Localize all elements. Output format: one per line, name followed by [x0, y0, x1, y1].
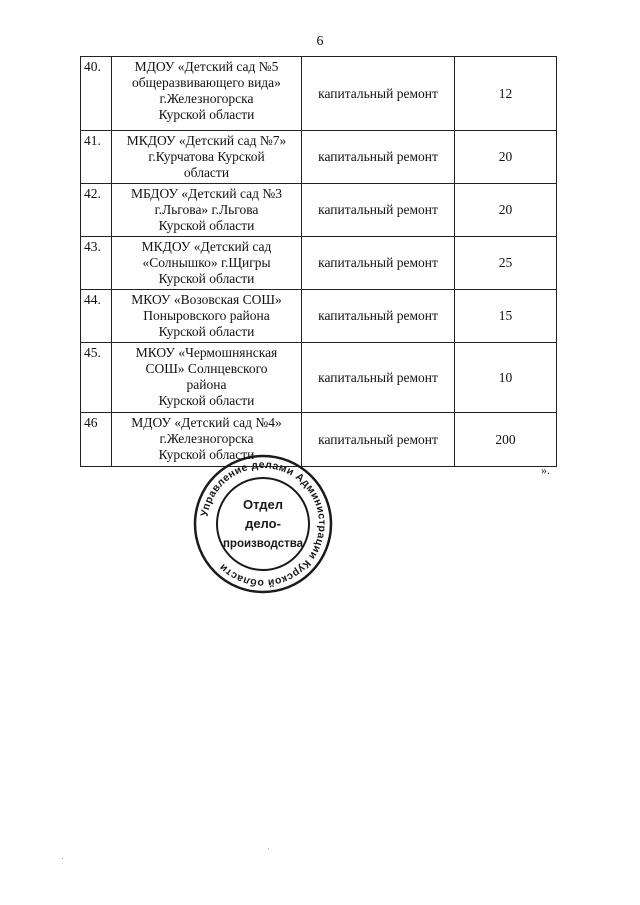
amount: 200 [454, 412, 557, 467]
row-number: 44. [80, 289, 112, 343]
work-type: капитальный ремонт [301, 56, 455, 131]
institution-name-cell: МКДОУ «Детский сад «Солнышко» г.Щигры Ку… [111, 236, 302, 290]
amount: 10 [454, 342, 557, 413]
table-row: 45. МКОУ «Чермошнянская СОШ» Солнцевского… [80, 342, 557, 413]
amount: 20 [454, 130, 557, 184]
table-row: 40. МДОУ «Детский сад №5 общеразвивающего… [80, 56, 557, 131]
row-number: 46 [80, 412, 112, 467]
row-number: 40. [80, 56, 112, 131]
institution-name-cell: МКДОУ «Детский сад №7» г.Курчатова Курск… [111, 130, 302, 184]
work-type: капитальный ремонт [301, 236, 455, 290]
work-type: капитальный ремонт [301, 183, 455, 237]
table-row: 43. МКДОУ «Детский сад «Солнышко» г.Щигры… [80, 236, 557, 290]
work-type: капитальный ремонт [301, 130, 455, 184]
institution-name: МДОУ «Детский сад №5 общеразвивающего ви… [132, 59, 281, 122]
amount: 12 [454, 56, 557, 131]
stamp-center-line-3: производства [223, 538, 304, 550]
stamp-outer-ring [193, 454, 333, 594]
table-row: 44. МКОУ «Возовская СОШ» Поныровского рай… [80, 289, 557, 343]
stamp-center-line-1: Отдел [243, 497, 283, 512]
amount: 15 [454, 289, 557, 343]
row-number: 42. [80, 183, 112, 237]
institution-name: МКДОУ «Детский сад «Солнышко» г.Щигры Ку… [141, 239, 272, 286]
amount: 25 [454, 236, 557, 290]
institution-name-cell: МБДОУ «Детский сад №3 г.Льгова» г.Льгова… [111, 183, 302, 237]
scan-speck [268, 848, 269, 849]
amount: 20 [454, 183, 557, 237]
institution-name: МКОУ «Возовская СОШ» Поныровского района… [131, 292, 282, 339]
institution-name: МКОУ «Чермошнянская СОШ» Солнцевского ра… [135, 345, 278, 408]
closing-quote: ». [541, 463, 550, 477]
row-number: 45. [80, 342, 112, 413]
work-type: капитальный ремонт [301, 412, 455, 467]
table-row: 42. МБДОУ «Детский сад №3 г.Льгова» г.Льг… [80, 183, 557, 237]
institution-name-cell: МДОУ «Детский сад №5 общеразвивающего ви… [111, 56, 302, 131]
register-table: 40. МДОУ «Детский сад №5 общеразвивающего… [80, 56, 557, 467]
row-number: 43. [80, 236, 112, 290]
institution-name: МКДОУ «Детский сад №7» г.Курчатова Курск… [126, 133, 287, 180]
institution-name-cell: МДОУ «Детский сад №4» г.Железногорска Ку… [111, 412, 302, 467]
office-stamp: Управление делами Администрации Курской … [193, 454, 333, 594]
stamp-inner-ring [216, 477, 310, 571]
table-row: 41. МКДОУ «Детский сад №7» г.Курчатова Ку… [80, 130, 557, 184]
row-number: 41. [80, 130, 112, 184]
institution-name-cell: МКОУ «Чермошнянская СОШ» Солнцевского ра… [111, 342, 302, 413]
stamp-center-line-2: дело- [245, 516, 281, 531]
institution-name: МБДОУ «Детский сад №3 г.Льгова» г.Льгова… [131, 186, 282, 233]
work-type: капитальный ремонт [301, 342, 455, 413]
scan-speck [62, 858, 63, 859]
institution-name-cell: МКОУ «Возовская СОШ» Поныровского района… [111, 289, 302, 343]
page-number: 6 [316, 34, 324, 49]
work-type: капитальный ремонт [301, 289, 455, 343]
